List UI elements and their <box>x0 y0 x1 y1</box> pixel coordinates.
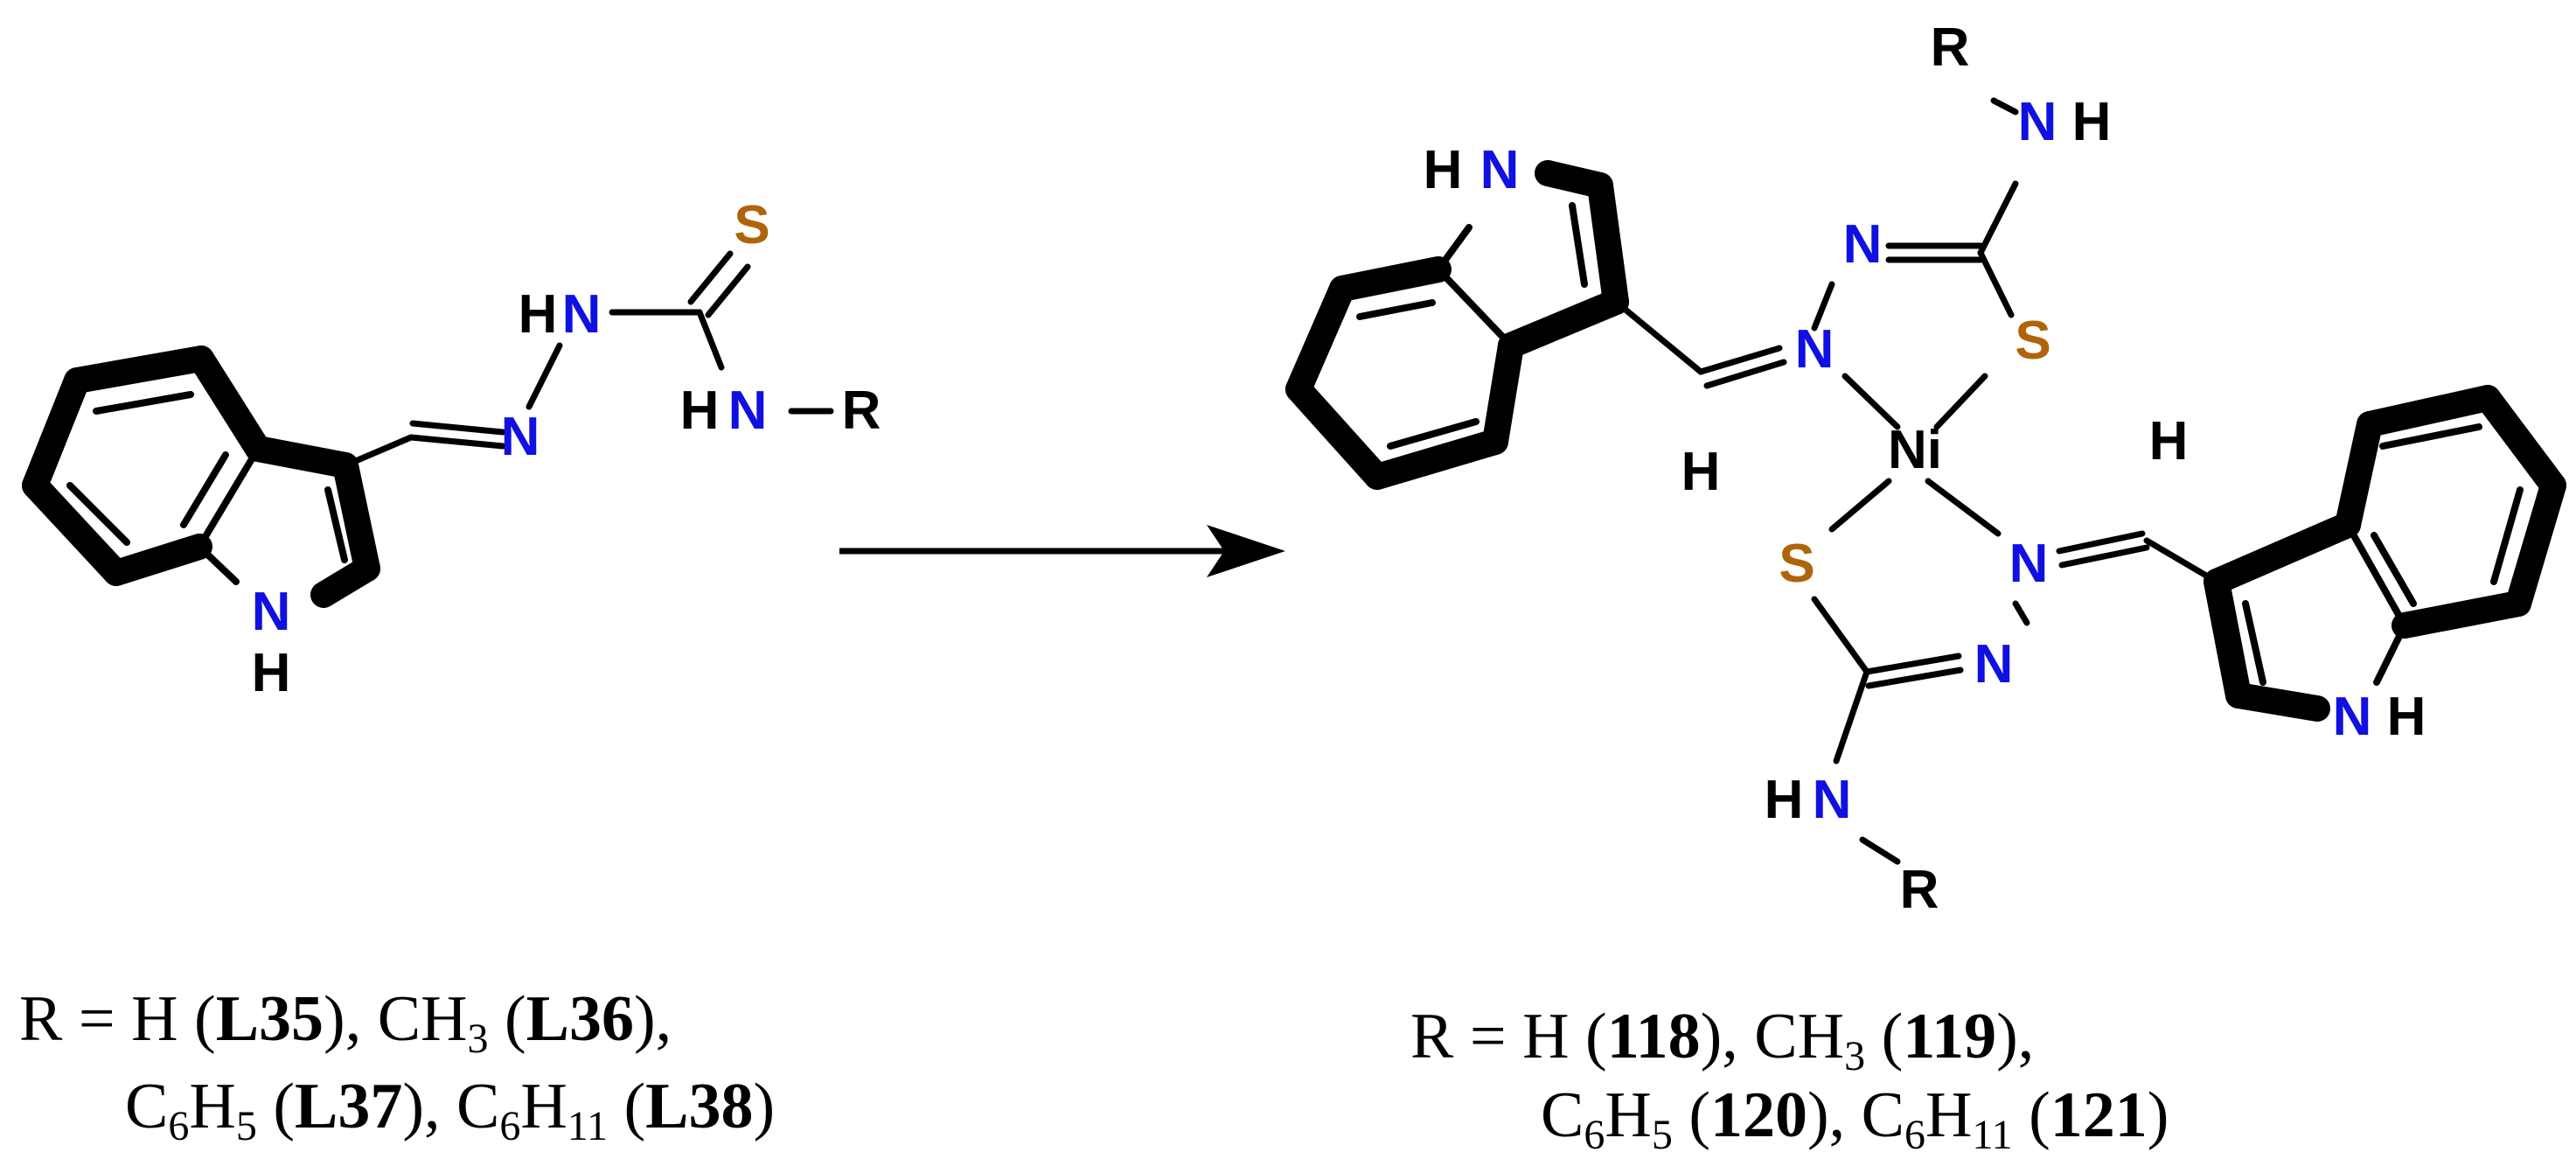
caption-text: C <box>1541 1079 1584 1151</box>
subscript: 6 <box>168 1103 190 1149</box>
upper-ring-s: S <box>2015 311 2050 371</box>
reactant-structure <box>22 250 834 608</box>
upper-imine-n: N <box>1795 319 1835 380</box>
lower-ring-n: N <box>1974 634 2014 695</box>
caption-text: H <box>1605 1079 1652 1151</box>
reactant-amine-h: H <box>680 381 720 441</box>
caption-text: ), <box>1996 1001 2035 1072</box>
caption-text: ), C <box>402 1071 500 1142</box>
reactant-benzene-ring <box>22 346 271 586</box>
caption-text: ( <box>608 1071 646 1142</box>
lower-imine-h: H <box>2149 411 2189 471</box>
lower-amine-h: H <box>1765 770 1804 830</box>
caption-text: ( <box>2012 1079 2050 1151</box>
subscript: 11 <box>1972 1112 2013 1158</box>
upper-indole-n: N <box>1480 140 1520 200</box>
caption-text: ( <box>1865 1001 1904 1072</box>
subscript: 6 <box>499 1103 521 1149</box>
reactant-hydrazone-chain <box>342 250 834 469</box>
product-atom-labels: Ni H N H N N S N H R S N N H N H H N R <box>1424 17 2426 920</box>
subscript: 5 <box>1651 1112 1673 1158</box>
reaction-arrow <box>839 525 1285 577</box>
compound-label: L38 <box>645 1071 754 1142</box>
upper-ring-n: N <box>1843 214 1883 275</box>
caption-text: ( <box>1672 1079 1710 1151</box>
product-caption-line-2: C6H5 (120), C6H11 (121) <box>1541 1083 2169 1156</box>
caption-text: ) <box>2147 1079 2169 1151</box>
upper-r-group: R <box>1931 17 1970 78</box>
reactant-hydrazine-n: N <box>562 284 602 345</box>
upper-imine-h: H <box>1681 442 1721 502</box>
lower-amine-n: N <box>1813 770 1852 830</box>
subscript: 6 <box>1584 1112 1605 1158</box>
reactant-caption-line-2: C6H5 (L37), C6H11 (L38) <box>125 1071 776 1148</box>
lower-r-group: R <box>1900 860 1939 920</box>
caption-text: ( <box>488 983 526 1055</box>
reactant-indole-h: H <box>252 643 291 703</box>
reactant-hydrazine-h: H <box>519 284 558 345</box>
caption-text: H <box>520 1071 567 1142</box>
subscript: 11 <box>567 1103 608 1149</box>
reactant-caption-line-1: R = H (L35), CH3 (L36), <box>19 987 672 1060</box>
subscript: 6 <box>1904 1112 1925 1158</box>
caption-text: ), CH <box>1700 1001 1845 1072</box>
compound-label: 121 <box>2050 1079 2148 1151</box>
nickel-center: Ni <box>1888 420 1942 480</box>
caption-text: H <box>189 1071 236 1142</box>
caption-text: ), C <box>1807 1079 1904 1151</box>
product-structure <box>1285 97 2566 865</box>
compound-label: L35 <box>215 983 324 1055</box>
caption-text: ), CH <box>324 983 468 1055</box>
compound-label: L37 <box>294 1071 403 1142</box>
reactant-indole-n: N <box>252 582 291 642</box>
lower-chelate-ring <box>1811 478 2220 865</box>
upper-chelate-ring <box>1612 97 2019 430</box>
caption-text: ), <box>634 983 672 1055</box>
lower-indole-n: N <box>2333 687 2372 747</box>
reactant-thione-s: S <box>734 195 769 255</box>
compound-label: 120 <box>1709 1079 1807 1151</box>
caption-text: ) <box>753 1071 776 1142</box>
lower-ring-s: S <box>1779 534 1814 594</box>
product-caption-line-1: R = H (118), CH3 (119), <box>1410 1001 2035 1078</box>
lower-indole-h: H <box>2387 687 2426 747</box>
reactant-imine-n: N <box>501 407 540 467</box>
caption-text: R = H ( <box>19 983 216 1055</box>
caption-text: R = H ( <box>1410 1001 1607 1072</box>
compound-label: 119 <box>1903 1001 1997 1072</box>
reactant-amine-n: N <box>728 381 768 441</box>
subscript: 3 <box>1844 1033 1866 1079</box>
reactant-atom-labels: N H N H N S H N R <box>252 195 881 703</box>
subscript: 5 <box>235 1103 257 1149</box>
caption-text: C <box>125 1071 169 1142</box>
lower-imine-n: N <box>2009 534 2049 594</box>
caption-text: H <box>1925 1079 1973 1151</box>
upper-amine-n: N <box>2018 92 2057 152</box>
upper-indole <box>1285 160 1629 490</box>
compound-label: L36 <box>526 983 635 1055</box>
lower-indole <box>2204 385 2566 722</box>
reactant-r-group: R <box>842 381 881 441</box>
compound-label: 118 <box>1606 1001 1701 1072</box>
upper-indole-h: H <box>1424 140 1463 200</box>
caption-text: ( <box>256 1071 295 1142</box>
upper-amine-h: H <box>2072 92 2112 152</box>
subscript: 3 <box>467 1016 489 1062</box>
reactant-pyrrole-ring <box>196 436 380 608</box>
